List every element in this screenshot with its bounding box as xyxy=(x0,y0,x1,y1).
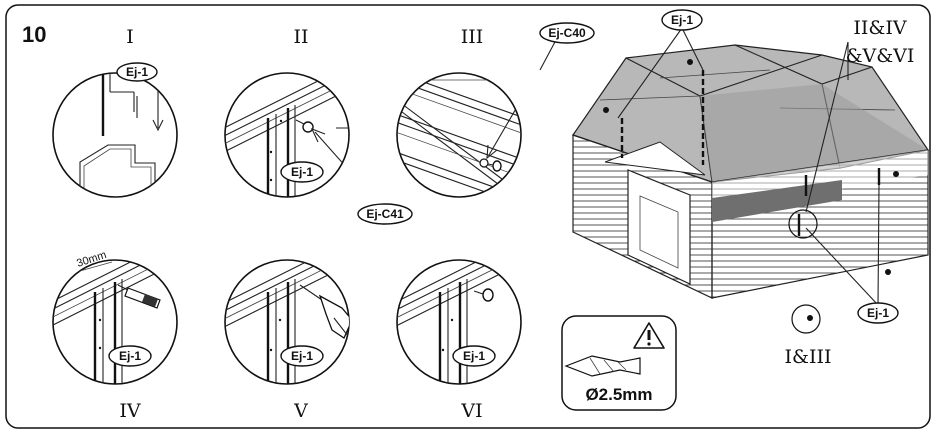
panel-5: V Ej-1 xyxy=(224,259,350,422)
panel-2-part-label: Ej-1 xyxy=(291,165,313,179)
panel-2-roman: II xyxy=(293,26,308,48)
panel-6-roman: VI xyxy=(460,400,482,422)
panel-4-part-label: Ej-1 xyxy=(119,349,141,363)
panel-3-roman: III xyxy=(461,26,484,48)
panel-5-part-label: Ej-1 xyxy=(291,349,313,363)
panel-1-roman: I xyxy=(126,26,134,48)
panel-1-part-label: Ej-1 xyxy=(126,65,148,79)
panel-2: II Ej-1 Ej-C41 xyxy=(224,26,413,225)
panel-3-callout-label: Ej-C40 xyxy=(548,26,586,40)
panel-5-roman: V xyxy=(293,400,308,422)
panel-4-roman: IV xyxy=(119,400,141,422)
shed-overview xyxy=(572,27,929,334)
drill-bit-icon xyxy=(564,355,641,377)
panel-6: VI Ej-1 xyxy=(396,259,522,422)
overview-top-part-label: Ej-1 xyxy=(671,13,693,27)
overview-label-right-2: &V&VI xyxy=(846,45,915,67)
panel-2-part-oval xyxy=(280,161,324,183)
panel-3-callout-oval xyxy=(539,22,595,44)
drill-bit-box: Ø2.5mm xyxy=(561,315,677,411)
overview-bottom-part-label: Ej-1 xyxy=(867,306,889,320)
panel-1: I Ej-1 xyxy=(52,26,178,198)
step-number: 10 xyxy=(22,22,46,47)
overview-label-bottom: I&III xyxy=(785,346,832,368)
overview-top-part-oval xyxy=(661,9,703,31)
panel-1-part-oval xyxy=(116,62,158,82)
overview-bottom-part-oval xyxy=(857,302,899,324)
drill-bit-diameter: Ø2.5mm xyxy=(585,385,652,404)
panel-2-callout-oval xyxy=(357,203,413,225)
warning-triangle-icon xyxy=(633,322,665,349)
overview-label-right-1: II&IV xyxy=(853,17,906,39)
panel-2-callout-label: Ej-C41 xyxy=(366,207,404,221)
panel-6-part-label: Ej-1 xyxy=(463,349,485,363)
panel-6-part-oval xyxy=(452,345,496,367)
panel-4-part-oval xyxy=(108,345,152,367)
panel-3: III Ej-C40 xyxy=(396,22,595,198)
panel-5-part-oval xyxy=(280,345,324,367)
